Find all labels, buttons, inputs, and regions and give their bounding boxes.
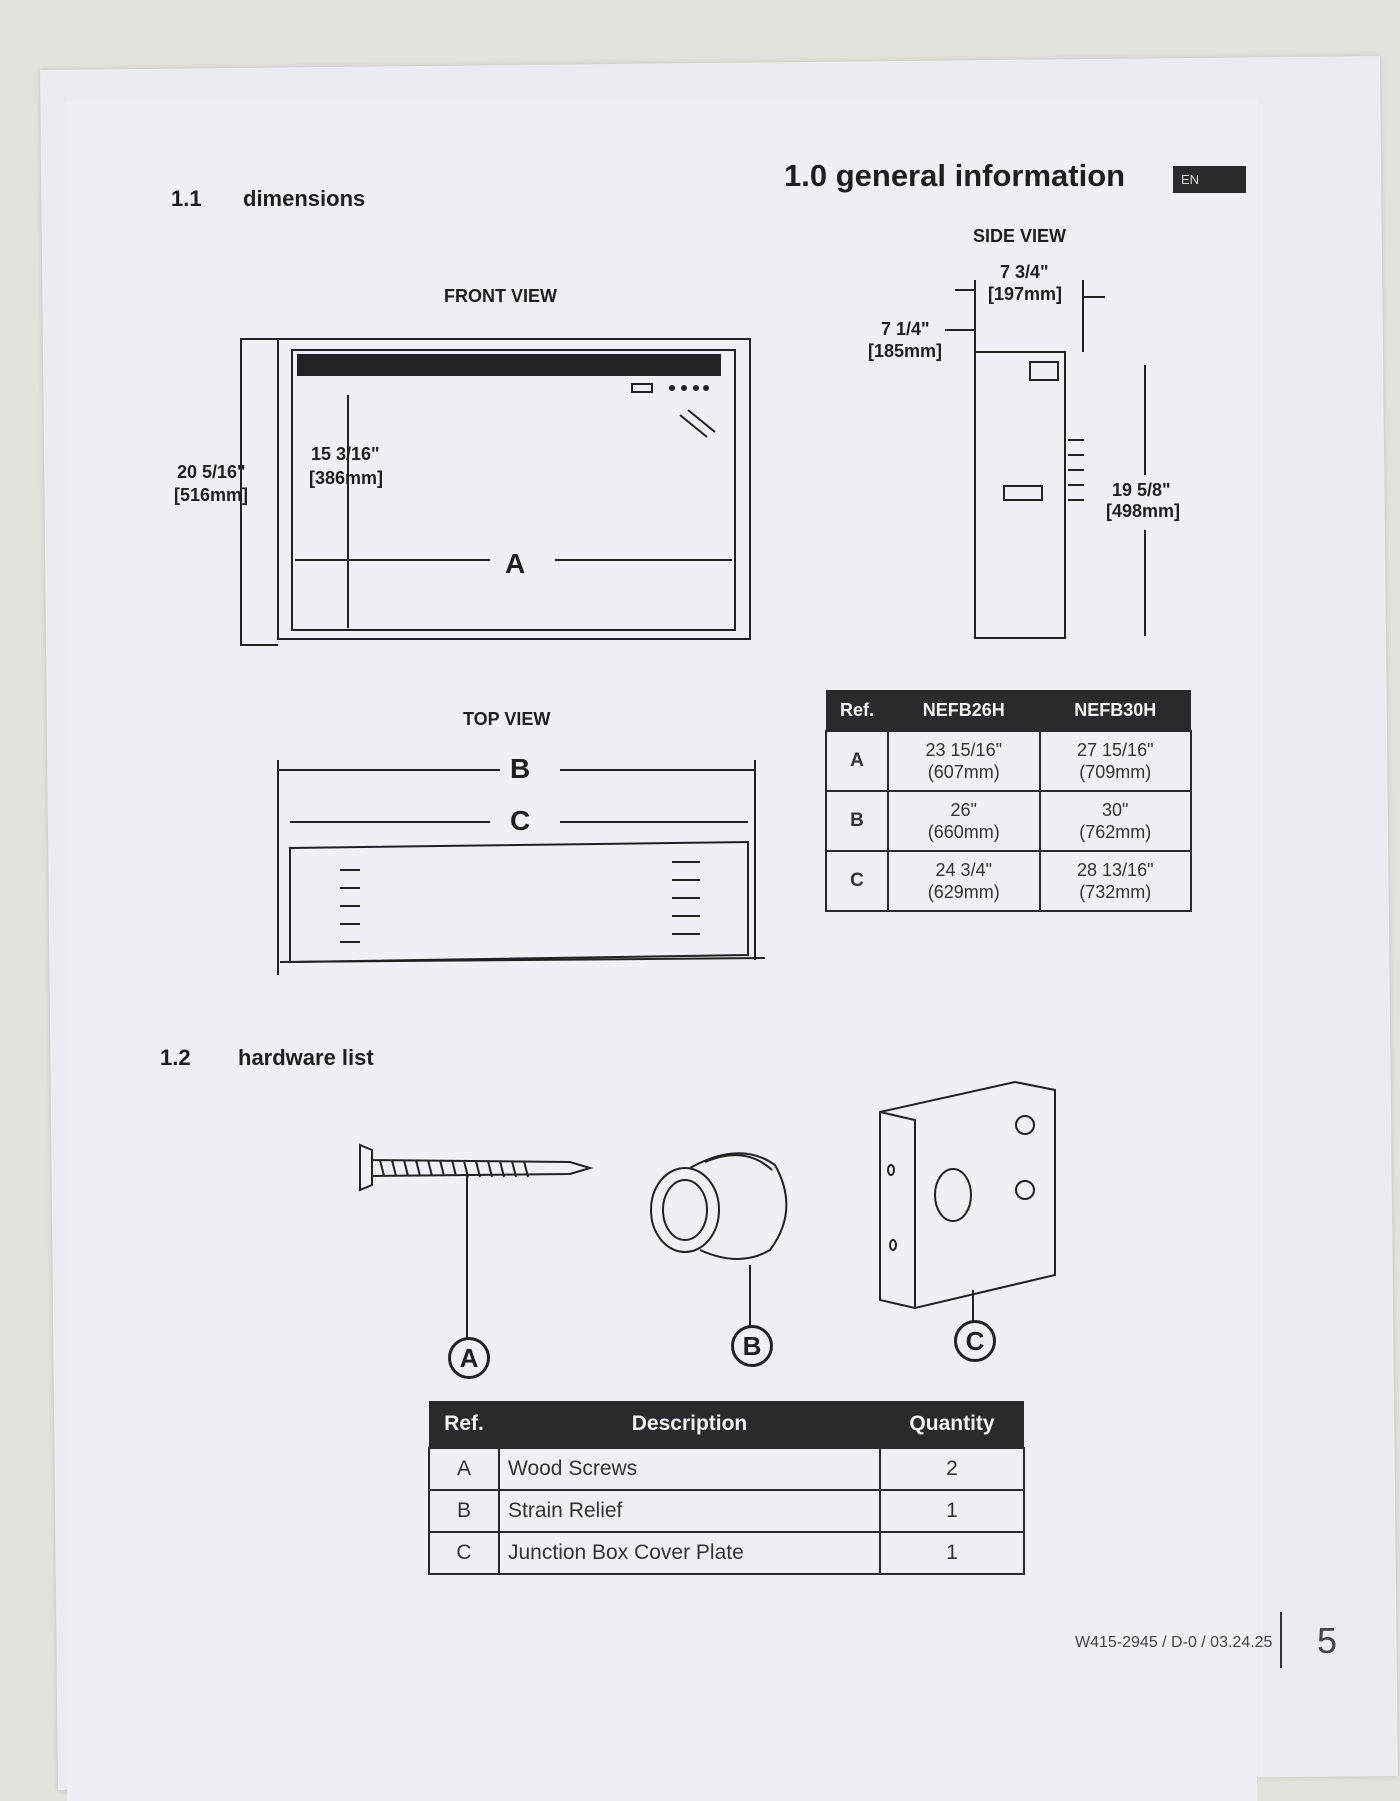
front-view-drawing [240,338,751,646]
row-description: Strain Relief [498,1489,881,1533]
table-row: A Wood Screws 2 [428,1447,1025,1491]
table-row: B 26"(660mm) 30"(762mm) [825,790,1192,852]
dimensions-table: Ref. NEFB26H NEFB30H A 23 15/16"(607mm) … [825,690,1192,912]
hardware-table: Ref. Description Quantity A Wood Screws … [428,1401,1025,1575]
value-mm: (660mm) [927,822,1000,842]
side-view-label: SIDE VIEW [973,226,1067,246]
cell-model-1: 24 3/4"(629mm) [887,850,1041,912]
value-mm: (629mm) [927,882,1000,902]
header-quantity: Quantity [880,1401,1024,1448]
table-header-row: Ref. Description Quantity [429,1401,1024,1448]
value-inches: 30" [1102,799,1129,820]
top-view-label: TOP VIEW [463,709,551,729]
side-height-inches: 19 5/8" [1112,480,1171,500]
row-ref: A [428,1447,500,1491]
side-height-mm: [498mm] [1106,501,1181,521]
language-badge: EN [1173,166,1246,193]
top-ref-c: C [510,805,531,836]
front-width-ref: A [505,548,526,579]
row-ref: A [825,730,889,792]
top-ref-b: B [510,753,531,784]
section-number-dimensions: 1.1 [171,186,202,211]
side-base-mm: [185mm] [868,341,943,361]
row-ref: C [428,1531,500,1575]
table-row: A 23 15/16"(607mm) 27 15/16"(709mm) [825,730,1192,792]
header-ref: Ref. [826,690,888,731]
row-ref: C [825,850,889,912]
cell-model-2: 27 15/16"(709mm) [1038,730,1192,792]
row-description: Junction Box Cover Plate [498,1531,881,1575]
row-ref: B [428,1489,500,1533]
value-inches: 24 3/4" [935,859,992,880]
value-inches: 23 15/16" [925,739,1002,760]
page-title: 1.0 general information [784,158,1126,193]
value-mm: (732mm) [1079,882,1152,902]
row-quantity: 1 [879,1489,1025,1533]
cell-model-1: 26"(660mm) [887,790,1041,852]
value-mm: (762mm) [1079,822,1152,842]
top-view-drawing [277,760,766,975]
wood-screw-drawing [359,1143,594,1192]
header-description: Description [499,1401,880,1448]
value-inches: 27 15/16" [1077,739,1154,760]
section-title-hardware: hardware list [238,1045,374,1070]
value-inches: 28 13/16" [1077,859,1154,880]
footer-divider [1280,1612,1282,1668]
header-model-1: NEFB26H [888,690,1040,731]
row-description: Wood Screws [498,1447,881,1491]
dimension-drawings [240,280,1146,1339]
front-view-label: FRONT VIEW [444,286,557,306]
table-row: C Junction Box Cover Plate 1 [428,1531,1025,1575]
cell-model-1: 23 15/16"(607mm) [887,730,1041,792]
value-mm: (607mm) [927,762,1000,782]
front-inner-height-inches: 15 3/16" [311,444,380,464]
callout-c: C [954,1320,996,1362]
side-base-inches: 7 1/4" [881,319,930,339]
side-depth-mm: [197mm] [988,284,1063,304]
table-row: B Strain Relief 1 [428,1489,1025,1533]
header-model-2: NEFB30H [1039,690,1191,731]
row-ref: B [825,790,889,852]
document-code: W415-2945 / D-0 / 03.24.25 [1075,1634,1273,1651]
section-number-hardware: 1.2 [160,1045,191,1070]
header-ref: Ref. [429,1401,499,1448]
row-quantity: 1 [879,1531,1025,1575]
row-quantity: 2 [879,1447,1025,1491]
page-number: 5 [1317,1620,1338,1661]
value-inches: 26" [950,799,977,820]
front-inner-height-mm: [386mm] [309,468,384,488]
side-view-drawing [945,280,1146,639]
front-height-inches: 20 5/16" [177,462,246,482]
front-height-mm: [516mm] [174,485,249,505]
hardware-drawings [359,1080,1056,1339]
value-mm: (709mm) [1079,762,1152,782]
table-row: C 24 3/4"(629mm) 28 13/16"(732mm) [825,850,1192,912]
cell-model-2: 30"(762mm) [1038,790,1192,852]
junction-plate-drawing [879,1080,1056,1310]
side-depth-inches: 7 3/4" [1000,262,1049,282]
section-title-dimensions: dimensions [243,186,366,211]
cell-model-2: 28 13/16"(732mm) [1038,850,1192,912]
callout-b: B [731,1325,773,1367]
callout-a: A [448,1337,490,1379]
strain-relief-drawing [650,1152,788,1260]
table-header-row: Ref. NEFB26H NEFB30H [826,690,1191,731]
